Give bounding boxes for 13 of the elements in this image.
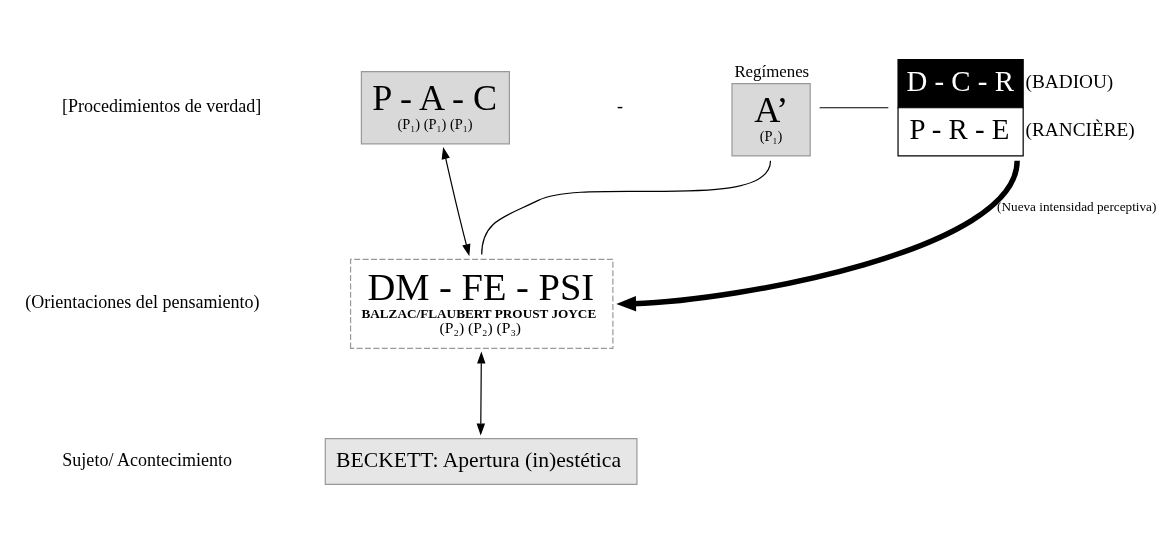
arrow	[441, 146, 471, 256]
connector	[481, 159, 772, 255]
connector	[819, 106, 889, 108]
arrow	[616, 159, 1020, 311]
label: (Orientaciones del pensamiento)	[25, 291, 260, 312]
node-label: Regímenes	[734, 61, 810, 81]
label: [Procedimientos de verdad]	[62, 95, 262, 116]
node-label: (RANCIÈRE)	[1025, 118, 1135, 140]
arrow	[476, 351, 486, 436]
edge-label: (Nueva intensidad perceptiva)	[997, 198, 1157, 214]
node-label: (BADIOU)	[1025, 70, 1114, 92]
label: Sujeto/ Acontecimiento	[62, 449, 233, 470]
label: -	[617, 95, 624, 116]
